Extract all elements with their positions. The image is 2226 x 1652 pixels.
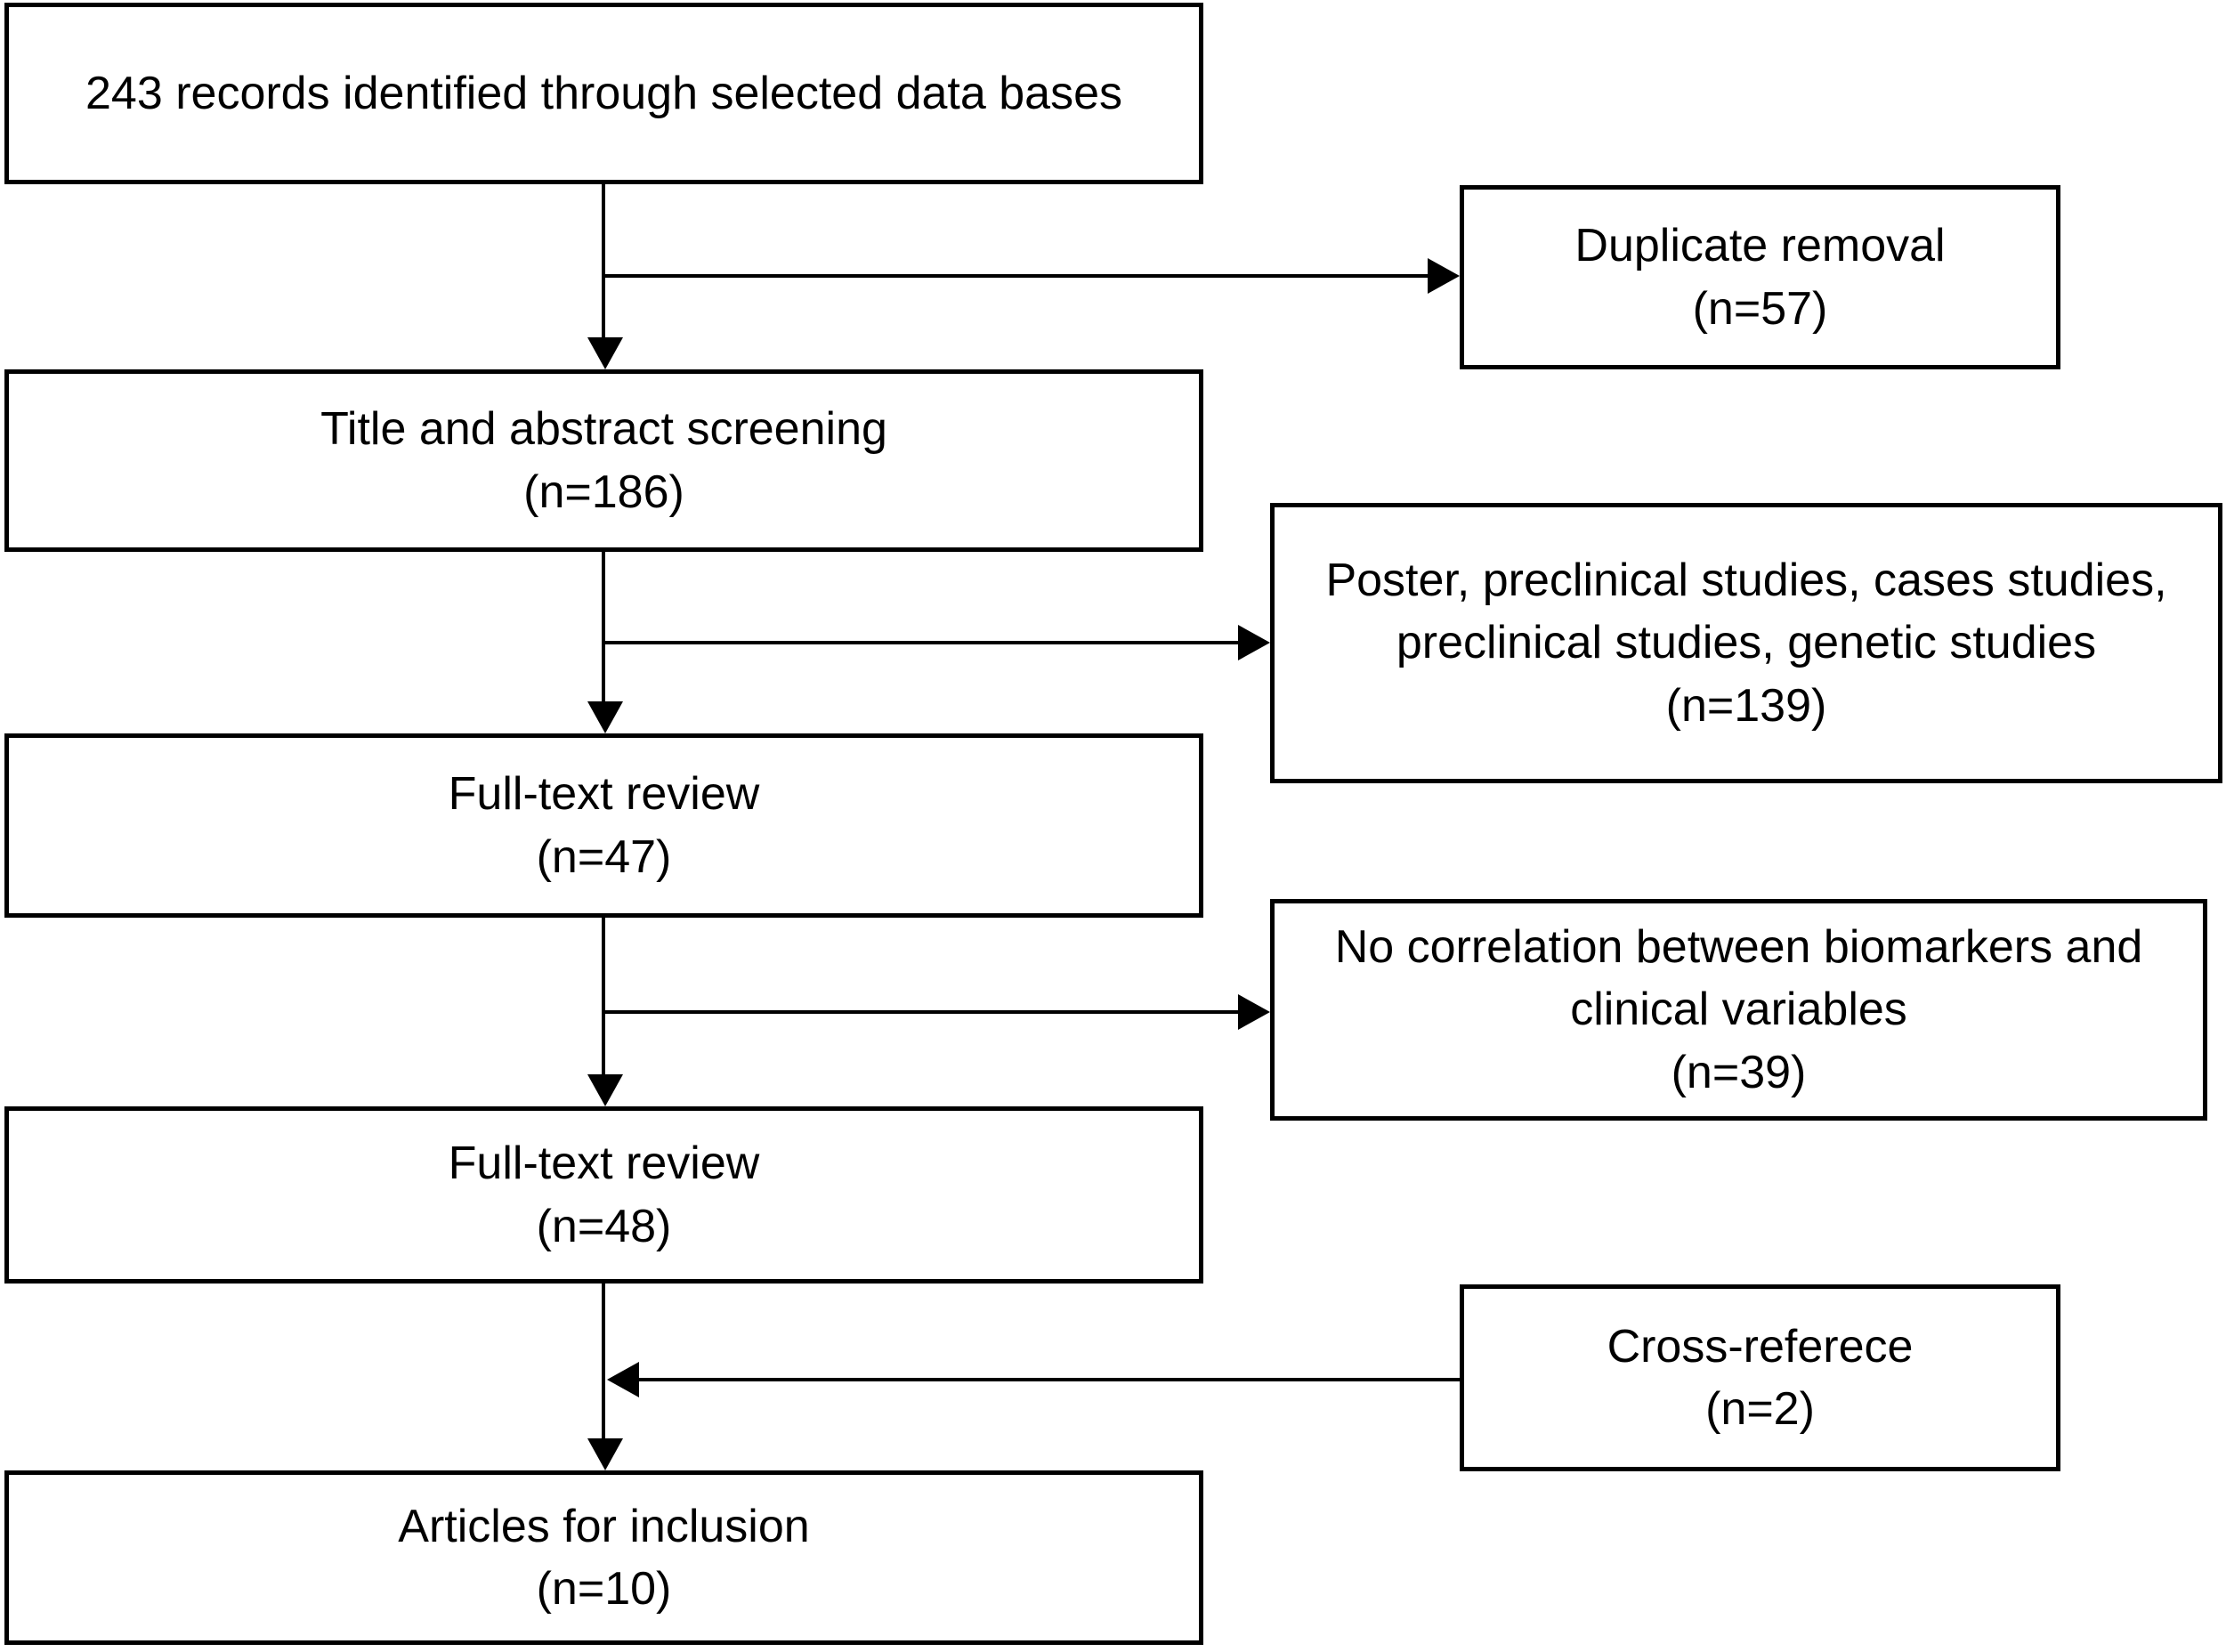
- arrowhead-down-icon: [587, 337, 623, 369]
- connector-fulltext2-to-inclusion: [602, 1284, 605, 1442]
- box-excluded-study-types: Poster, preclinical studies, cases studi…: [1270, 503, 2222, 783]
- box-count: (n=10): [536, 1563, 672, 1615]
- box-excluded-no-correlation: No correlation between biomarkers and cl…: [1270, 899, 2207, 1121]
- arrowhead-right-icon: [1428, 258, 1460, 294]
- box-label-line2: preclinical studies, genetic studies: [1396, 617, 2097, 669]
- branch-to-excluded-study-types: [603, 641, 1242, 644]
- box-count: (n=57): [1692, 282, 1828, 335]
- box-label: 243 records identified through selected …: [85, 67, 1122, 119]
- box-title-abstract-screening: Title and abstract screening (n=186): [4, 369, 1203, 552]
- box-label: Full-text review: [448, 1138, 760, 1190]
- box-label: Duplicate removal: [1574, 220, 1946, 272]
- box-count: (n=2): [1705, 1383, 1815, 1435]
- box-label-line2: clinical variables: [1570, 984, 1907, 1036]
- box-label-line1: No correlation between biomarkers and: [1334, 921, 2143, 974]
- box-cross-reference: Cross-referece (n=2): [1460, 1284, 2060, 1471]
- box-full-text-review-second: Full-text review (n=48): [4, 1106, 1203, 1284]
- branch-to-excluded-no-correlation: [603, 1010, 1242, 1014]
- connector-fulltext1-to-fulltext2: [602, 918, 605, 1078]
- connector-screening-to-fulltext1: [602, 552, 605, 705]
- arrowhead-left-icon: [607, 1362, 639, 1397]
- arrowhead-down-icon: [587, 1074, 623, 1106]
- arrowhead-right-icon: [1238, 625, 1270, 660]
- box-duplicate-removal: Duplicate removal (n=57): [1460, 185, 2060, 369]
- box-label-line1: Poster, preclinical studies, cases studi…: [1325, 555, 2167, 607]
- box-count: (n=48): [536, 1200, 672, 1252]
- box-articles-for-inclusion: Articles for inclusion (n=10): [4, 1470, 1203, 1645]
- box-count: (n=47): [536, 830, 672, 883]
- arrowhead-down-icon: [587, 701, 623, 733]
- arrowhead-down-icon: [587, 1438, 623, 1470]
- branch-to-duplicate-removal: [603, 274, 1431, 278]
- box-label: Cross-referece: [1607, 1320, 1914, 1373]
- box-label: Articles for inclusion: [398, 1500, 810, 1552]
- box-label: Title and abstract screening: [320, 403, 887, 456]
- box-count: (n=139): [1665, 679, 1827, 732]
- arrowhead-right-icon: [1238, 994, 1270, 1030]
- branch-from-cross-reference: [635, 1378, 1460, 1381]
- box-records-identified: 243 records identified through selected …: [4, 3, 1203, 184]
- connector-records-to-screening: [602, 184, 605, 341]
- box-count: (n=186): [523, 466, 684, 518]
- box-count: (n=39): [1671, 1046, 1807, 1098]
- box-label: Full-text review: [448, 768, 760, 821]
- box-full-text-review-first: Full-text review (n=47): [4, 733, 1203, 918]
